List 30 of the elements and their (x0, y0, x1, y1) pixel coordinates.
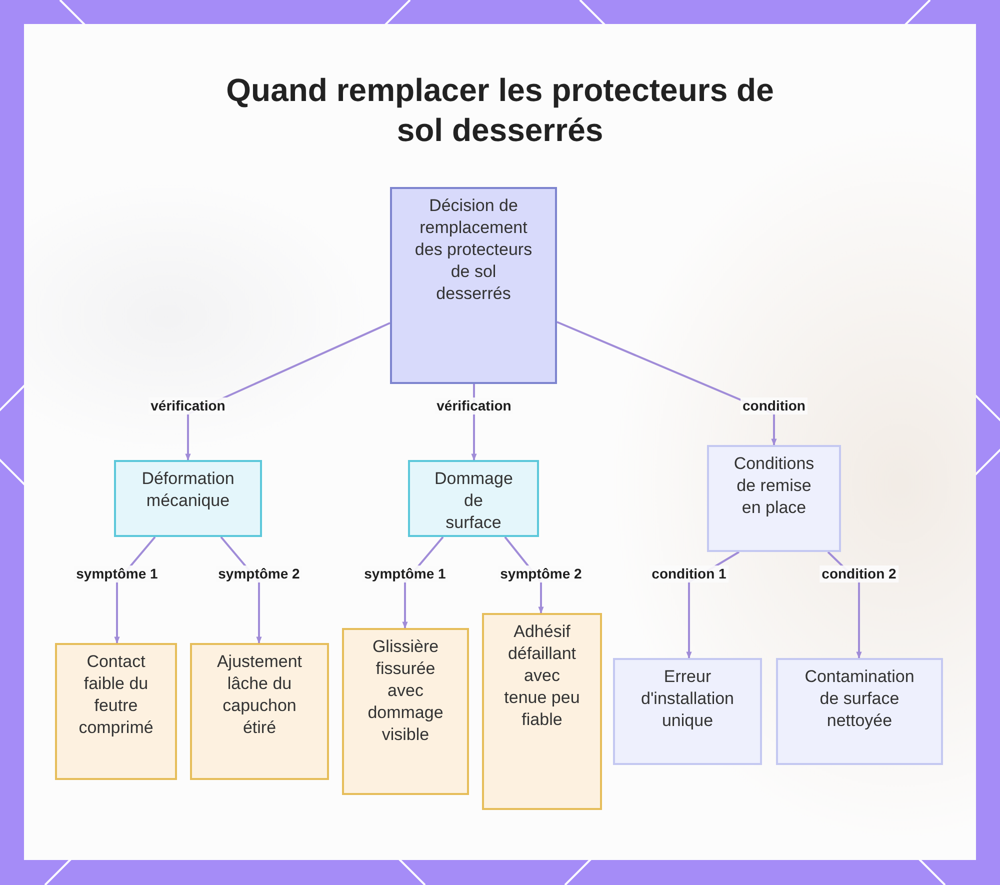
node-label: Dommage de surface (434, 468, 512, 534)
process-box (190, 643, 329, 780)
process-box (613, 658, 762, 765)
node-label: Erreur d'installation unique (640, 666, 736, 732)
node-label: Déformation mécanique (140, 468, 236, 512)
edge-label: symptôme 2 (216, 566, 302, 582)
process-box (776, 658, 943, 765)
edge-label: vérification (434, 398, 514, 414)
node-label: Glissière fissurée avec dommage visible (366, 636, 444, 746)
process-box (408, 460, 539, 537)
edge-label: vérification (148, 398, 228, 414)
node-label: Ajustement lâche du capuchon étiré (216, 651, 304, 739)
process-box (390, 187, 557, 384)
node-label: Adhésif défaillant avec tenue peu fiable (503, 621, 581, 731)
edge-label: condition 2 (820, 566, 898, 582)
node-label: Contact faible du feutre comprimé (78, 651, 154, 739)
node-label: Contamination de surface nettoyée (804, 666, 916, 732)
edge-label: symptôme 1 (362, 566, 448, 582)
edge-label: condition 1 (650, 566, 728, 582)
node-label: Conditions de remise en place (732, 453, 816, 519)
process-box (707, 445, 841, 552)
process-box (482, 613, 602, 810)
process-box (114, 460, 262, 537)
diagram-title: Quand remplacer les protecteurs de sol desserrés (225, 71, 775, 150)
edge-label: symptôme 1 (74, 566, 160, 582)
process-box (342, 628, 469, 795)
edge-label: symptôme 2 (498, 566, 584, 582)
node-label: Décision de remplacement des protecteurs de sol desserrés (414, 195, 534, 305)
edge-label: condition (740, 398, 808, 414)
process-box (55, 643, 177, 780)
